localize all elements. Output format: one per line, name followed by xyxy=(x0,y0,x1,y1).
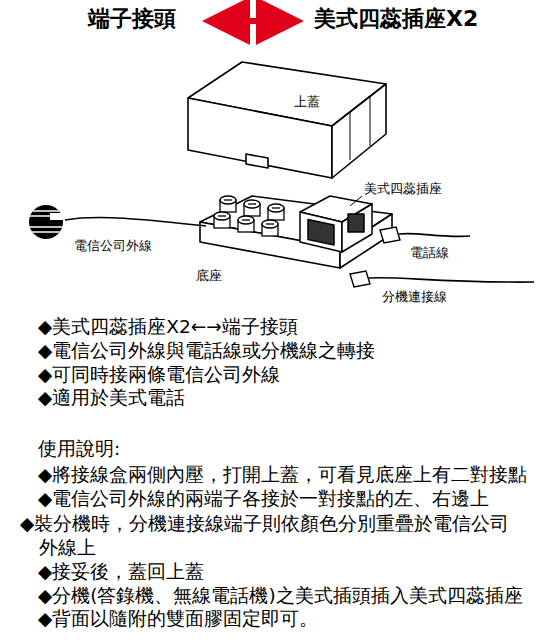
feature-bullet: ◆電信公司外線與電話線或分機線之轉接 xyxy=(38,340,375,362)
leader-line xyxy=(350,196,362,206)
instruction-bullet: ◆背面以隨附的雙面膠固定即可。 xyxy=(38,608,318,630)
socket-block xyxy=(300,196,372,252)
feature-bullet: ◆可同時接兩條電信公司外線 xyxy=(38,364,280,386)
part-name: 底座 xyxy=(196,268,222,284)
outside-line-wire xyxy=(65,218,206,226)
base xyxy=(200,196,392,268)
part-name: 美式四蕊插座 xyxy=(364,181,442,197)
extension-plug xyxy=(350,271,534,287)
feature-bullet: ◆美式四蕊插座X2←→端子接頭 xyxy=(38,316,298,338)
instruction-bullet: ◆將接線盒兩側內壓，打開上蓋，可看見底座上有二對接點 xyxy=(38,464,527,486)
lid xyxy=(188,62,386,178)
part-name: 上蓋 xyxy=(294,94,320,110)
telecom-logo xyxy=(25,205,67,239)
instruction-bullet: ◆接妥後，蓋回上蓋 xyxy=(38,561,204,583)
phone-line-plug xyxy=(380,227,470,243)
instruction-bullet: ◆分機(答錄機、無線電話機)之美式插頭插入美式四蕊插座 xyxy=(38,585,523,607)
terminal-screws xyxy=(214,196,284,236)
part-name: 電話線 xyxy=(410,245,449,261)
part-name: 電信公司外線 xyxy=(74,238,152,254)
instructions-heading: 使用說明: xyxy=(38,438,120,460)
part-name: 分機連接線 xyxy=(382,289,447,305)
title-text: 端子接頭 xyxy=(88,6,176,32)
instruction-bullet: ◆裝分機時，分機連接線端子則依顏色分別重疊於電信公司 外線上 xyxy=(20,512,525,560)
instruction-bullet: ◆電信公司外線的兩端子各接於一對接點的左、右邊上 xyxy=(38,488,489,510)
feature-bullet: ◆適用於美式電話 xyxy=(38,387,185,409)
title-text: 美式四蕊插座X2 xyxy=(314,6,478,32)
double-arrow xyxy=(208,18,298,24)
